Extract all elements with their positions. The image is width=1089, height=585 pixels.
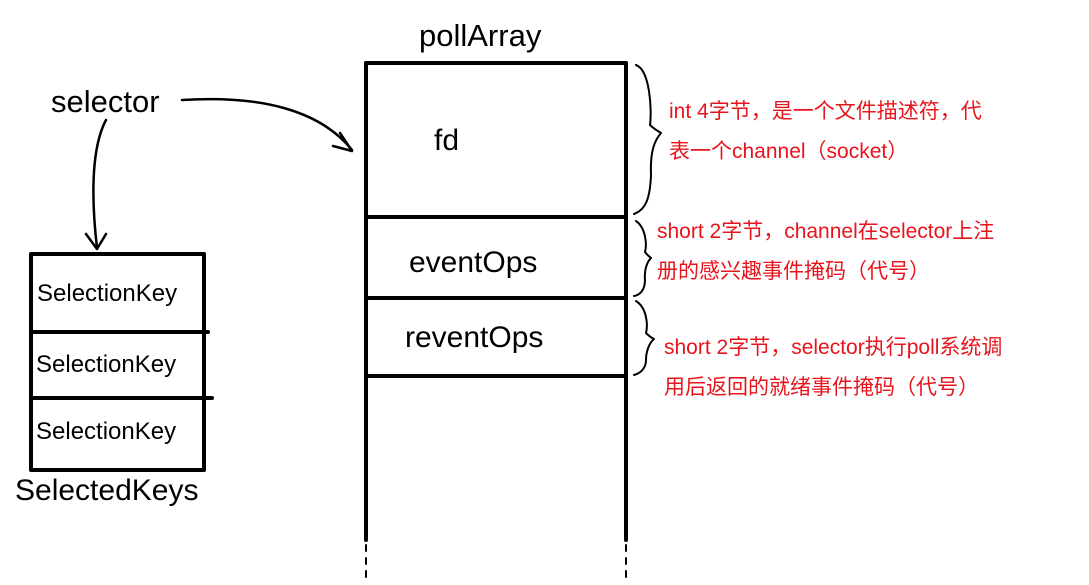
note-event-ops: short 2字节，channel在selector上注 册的感兴趣事件掩码（代…: [657, 212, 994, 292]
field-fd-label: fd: [434, 124, 460, 157]
selected-keys-box: [29, 252, 214, 472]
arrow-selector-to-poll-array: [180, 97, 354, 153]
arrow-selector-to-selected-keys: [84, 118, 108, 251]
note-revent-ops-line-1: short 2字节，selector执行poll系统调: [664, 336, 1003, 359]
selector-label: selector: [51, 84, 160, 119]
poll-array-box: [364, 61, 628, 542]
poll-array-continuation: [365, 544, 627, 579]
note-revent-ops: short 2字节，selector执行poll系统调 用后返回的就绪事件掩码（…: [664, 328, 1002, 408]
poll-array-title: pollArray: [419, 18, 542, 53]
brace-revent-ops: [633, 300, 655, 376]
note-fd: int 4字节，是一个文件描述符，代 表一个channel（socket）: [669, 92, 982, 172]
note-event-ops-line-2: 册的感兴趣事件掩码（代号）: [657, 260, 930, 283]
note-revent-ops-line-2: 用后返回的就绪事件掩码（代号）: [664, 376, 979, 399]
note-event-ops-line-1: short 2字节，channel在selector上注: [657, 220, 995, 243]
selection-key-1: SelectionKey: [37, 280, 178, 307]
selected-keys-title: SelectedKeys: [15, 474, 199, 507]
brace-event-ops: [633, 220, 652, 297]
field-event-ops-label: eventOps: [409, 246, 538, 279]
note-fd-line-1: int 4字节，是一个文件描述符，代: [669, 100, 982, 123]
selection-key-3: SelectionKey: [36, 418, 177, 445]
note-fd-line-2: 表一个channel（socket）: [669, 140, 909, 163]
brace-fd: [633, 64, 662, 215]
selection-key-2: SelectionKey: [36, 351, 177, 378]
field-revent-ops-label: reventOps: [405, 321, 544, 354]
